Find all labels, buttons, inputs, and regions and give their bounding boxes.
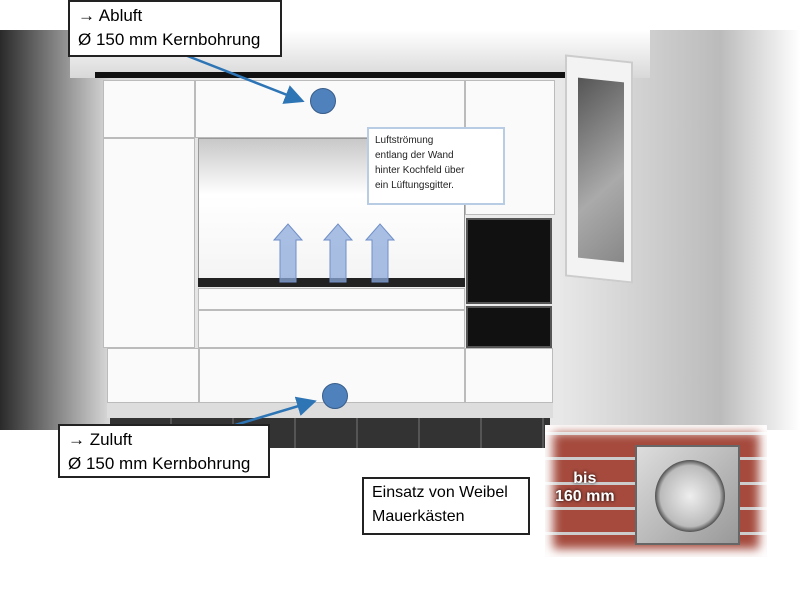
zuluft-detail: Ø 150 mm Kernbohrung bbox=[68, 454, 251, 473]
zuluft-label: → Zuluft Ø 150 mm Kernbohrung bbox=[58, 424, 270, 478]
einsatz-line: Einsatz von Weibel bbox=[372, 484, 508, 501]
einsatz-label: Einsatz von Weibel Mauerkästen bbox=[362, 477, 530, 535]
einsatz-line: Mauerkästen bbox=[372, 508, 465, 525]
abluft-detail: Ø 150 mm Kernbohrung bbox=[78, 30, 261, 49]
ceiling-edge bbox=[95, 72, 575, 78]
abluft-title: → Abluft bbox=[78, 6, 143, 25]
airflow-up-arrow bbox=[364, 223, 396, 283]
callout-line: entlang der Wand bbox=[375, 150, 454, 161]
warming-drawer bbox=[466, 306, 552, 348]
zuluft-title: → Zuluft bbox=[68, 430, 133, 449]
upper-cabinet-left bbox=[103, 80, 195, 138]
callout-line: ein Lüftungsgitter. bbox=[375, 180, 454, 191]
airflow-callout: Luftströmung entlang der Wand hinter Koc… bbox=[367, 127, 505, 205]
photo-label-line: bis bbox=[573, 470, 597, 487]
airflow-up-arrow bbox=[322, 223, 354, 283]
plinth bbox=[107, 403, 553, 418]
vent-opening bbox=[655, 460, 725, 532]
base-cabinet-right bbox=[465, 348, 553, 403]
callout-line: Luftströmung bbox=[375, 135, 434, 146]
drawer-middle bbox=[198, 310, 465, 348]
zuluft-core-hole-marker bbox=[322, 383, 348, 409]
callout-line: hinter Kochfeld über bbox=[375, 165, 465, 176]
photo-size-label: bis 160 mm bbox=[555, 470, 615, 506]
abluft-leader-arrow bbox=[184, 53, 305, 104]
photo-label-line: 160 mm bbox=[555, 488, 615, 505]
airflow-up-arrow bbox=[272, 223, 304, 283]
drawer-top bbox=[198, 288, 465, 310]
tall-cabinet bbox=[103, 138, 195, 348]
abluft-label: → Abluft Ø 150 mm Kernbohrung bbox=[68, 0, 282, 57]
abluft-core-hole-marker bbox=[310, 88, 336, 114]
base-cabinet-left bbox=[107, 348, 199, 403]
oven bbox=[466, 218, 552, 304]
